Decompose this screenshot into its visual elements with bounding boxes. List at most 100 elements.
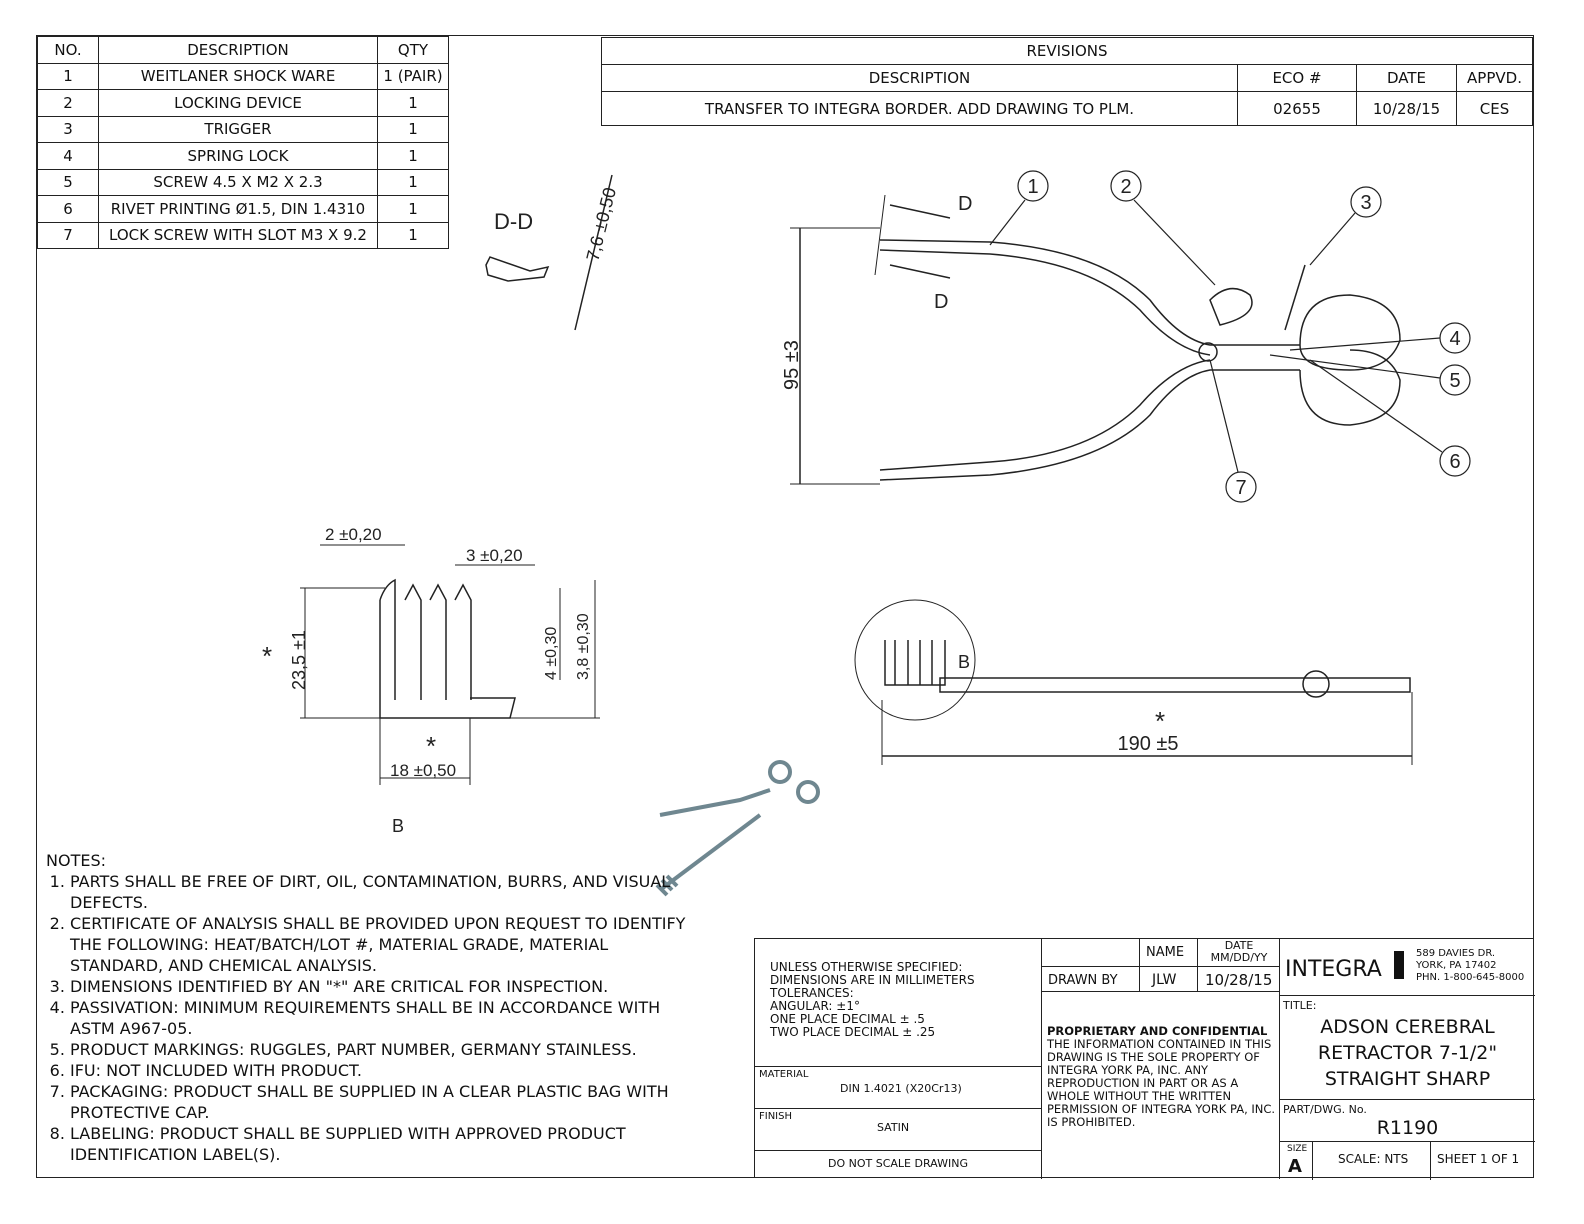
cell: SCREW 4.5 X M2 X 2.3 [98,168,378,196]
length-dimension: 190 ±5 [1117,733,1178,755]
detail-ref: B [958,652,970,672]
tooth-gap-dim: 3 ±0,20 [466,546,523,565]
address-line: YORK, PA 17402 [1416,960,1497,971]
detail-width-dim: 18 ±0,50 [390,761,456,780]
pivot [1198,342,1218,362]
cell: 7 [37,221,99,249]
title-block: UNLESS OTHERWISE SPECIFIED: DIMENSIONS A… [754,938,1535,1180]
section-view-dd: D-D 7,6 ±0,50 [485,174,620,331]
company-section: INTEGRA 589 DAVIES DR. YORK, PA 17402 PH… [1279,939,1535,1180]
detail-height-dim: 23,5 ±1 [289,630,309,690]
cut-label: D [934,291,948,313]
cell: CES [1456,91,1533,126]
drawn-by-label: DRAWN BY [1048,973,1118,988]
finish-value: SATIN [877,1121,910,1134]
material-value: DIN 1.4021 (X20Cr13) [840,1082,962,1095]
cell: 6 [37,195,99,223]
title-line: STRAIGHT SHARP [1324,1068,1491,1090]
note-item: LABELING: PRODUCT SHALL BE SUPPLIED WITH… [70,1123,686,1165]
lower-arm-outer [879,369,1300,481]
note-item: PRODUCT MARKINGS: RUGGLES, PART NUMBER, … [70,1039,686,1060]
tolerance-line: DIMENSIONS ARE IN MILLIMETERS [770,973,975,987]
detail-b: 23,5 ±1 * 2 ±0,20 3 ±0,20 4 ±0,30 3,8 ±0… [262,525,600,836]
tolerances: UNLESS OTHERWISE SPECIFIED: DIMENSIONS A… [770,961,975,1039]
proprietary-title: PROPRIETARY AND CONFIDENTIAL [1047,1024,1268,1038]
cell: 10/28/15 [1356,91,1457,126]
notes-title: NOTES: [46,851,106,870]
tolerance-line: UNLESS OTHERWISE SPECIFIED: [770,960,963,974]
date-label: DATE MM/DD/YY [1210,939,1268,964]
drawn-date: 10/28/15 [1205,971,1273,989]
height-dimension: 95 ±3 [781,340,803,390]
balloon-4: 4 [1449,328,1460,350]
section-label: D-D [494,209,533,234]
sheet: SHEET 1 OF 1 [1437,1152,1520,1166]
size-value: A [1288,1156,1302,1177]
proprietary-text: THE INFORMATION CONTAINED IN THIS DRAWIN… [1047,1037,1276,1129]
part-number: R1190 [1376,1117,1439,1139]
locking-device [1209,287,1253,326]
note-item: PASSIVATION: MINIMUM REQUIREMENTS SHALL … [70,997,686,1039]
address-line: 589 DAVIES DR. [1416,948,1496,959]
critical-mark: * [262,641,272,671]
cell: 02655 [1237,91,1357,126]
retractor-side-view: B * 190 ±5 [854,599,1413,765]
cut-label: D [958,193,972,215]
critical-mark: * [1155,706,1165,736]
detail-label: B [392,816,404,836]
rev-header: ECO # [1237,64,1357,92]
notes: NOTES: PARTS SHALL BE FREE OF DIRT, OIL,… [46,850,686,1165]
section-shape [485,256,550,282]
tolerance-line: ANGULAR: ±1° [770,999,860,1013]
logo-mark-icon [1394,951,1404,979]
section-dimension: 7,6 ±0,50 [582,185,620,263]
finish-label: FINISH [759,1111,792,1122]
cell: TRIGGER [98,115,378,143]
tooth-length2-dim: 3,8 ±0,30 [575,613,592,680]
cell: TRANSFER TO INTEGRA BORDER. ADD DRAWING … [601,91,1238,126]
upper-arm-inner [879,249,1211,356]
cell: 1 [377,115,449,143]
scale: SCALE: NTS [1338,1152,1409,1166]
isometric-view [655,760,820,897]
tolerance-line: TOLERANCES: [770,986,854,1000]
cell: 1 [377,221,449,249]
lower-ring [1299,349,1401,426]
balloon-6: 6 [1449,451,1460,473]
tooth-length-dim: 4 ±0,30 [543,627,560,680]
title-line: ADSON CEREBRAL [1320,1016,1495,1038]
name-label: NAME [1146,945,1185,960]
part-label: PART/DWG. No. [1283,1103,1367,1116]
rev-row: TRANSFER TO INTEGRA BORDER. ADD DRAWING … [601,91,1533,126]
cell: 1 [377,142,449,170]
note-item: DIMENSIONS IDENTIFIED BY AN "*" ARE CRIT… [70,976,686,997]
balloon-7: 7 [1235,477,1246,499]
upper-ring [1299,294,1401,371]
cell: 2 [37,89,99,117]
tolerance-line: ONE PLACE DECIMAL ± .5 [770,1012,925,1026]
balloon-3: 3 [1360,192,1371,214]
note-item: PACKAGING: PRODUCT SHALL BE SUPPLIED IN … [70,1081,686,1123]
address: 589 DAVIES DR. YORK, PA 17402 PHN. 1-800… [1416,948,1524,984]
upper-arm [879,239,1300,346]
drawn-by: JLW [1152,972,1177,988]
finish-cell: FINISH SATIN [755,1108,1041,1150]
cell: 3 [37,115,99,143]
balloon-5: 5 [1449,370,1460,392]
lower-arm [879,359,1211,471]
note-item: IFU: NOT INCLUDED WITH PRODUCT. [70,1060,686,1081]
cell: 1 (PAIR) [377,62,449,90]
cell: WEITLANER SHOCK WARE [98,62,378,90]
tooth-width-dim: 2 ±0,20 [325,525,382,544]
do-not-scale: DO NOT SCALE DRAWING [755,1150,1041,1178]
material-cell: MATERIAL DIN 1.4021 (X20Cr13) [755,1066,1041,1108]
cell: 1 [377,168,449,196]
